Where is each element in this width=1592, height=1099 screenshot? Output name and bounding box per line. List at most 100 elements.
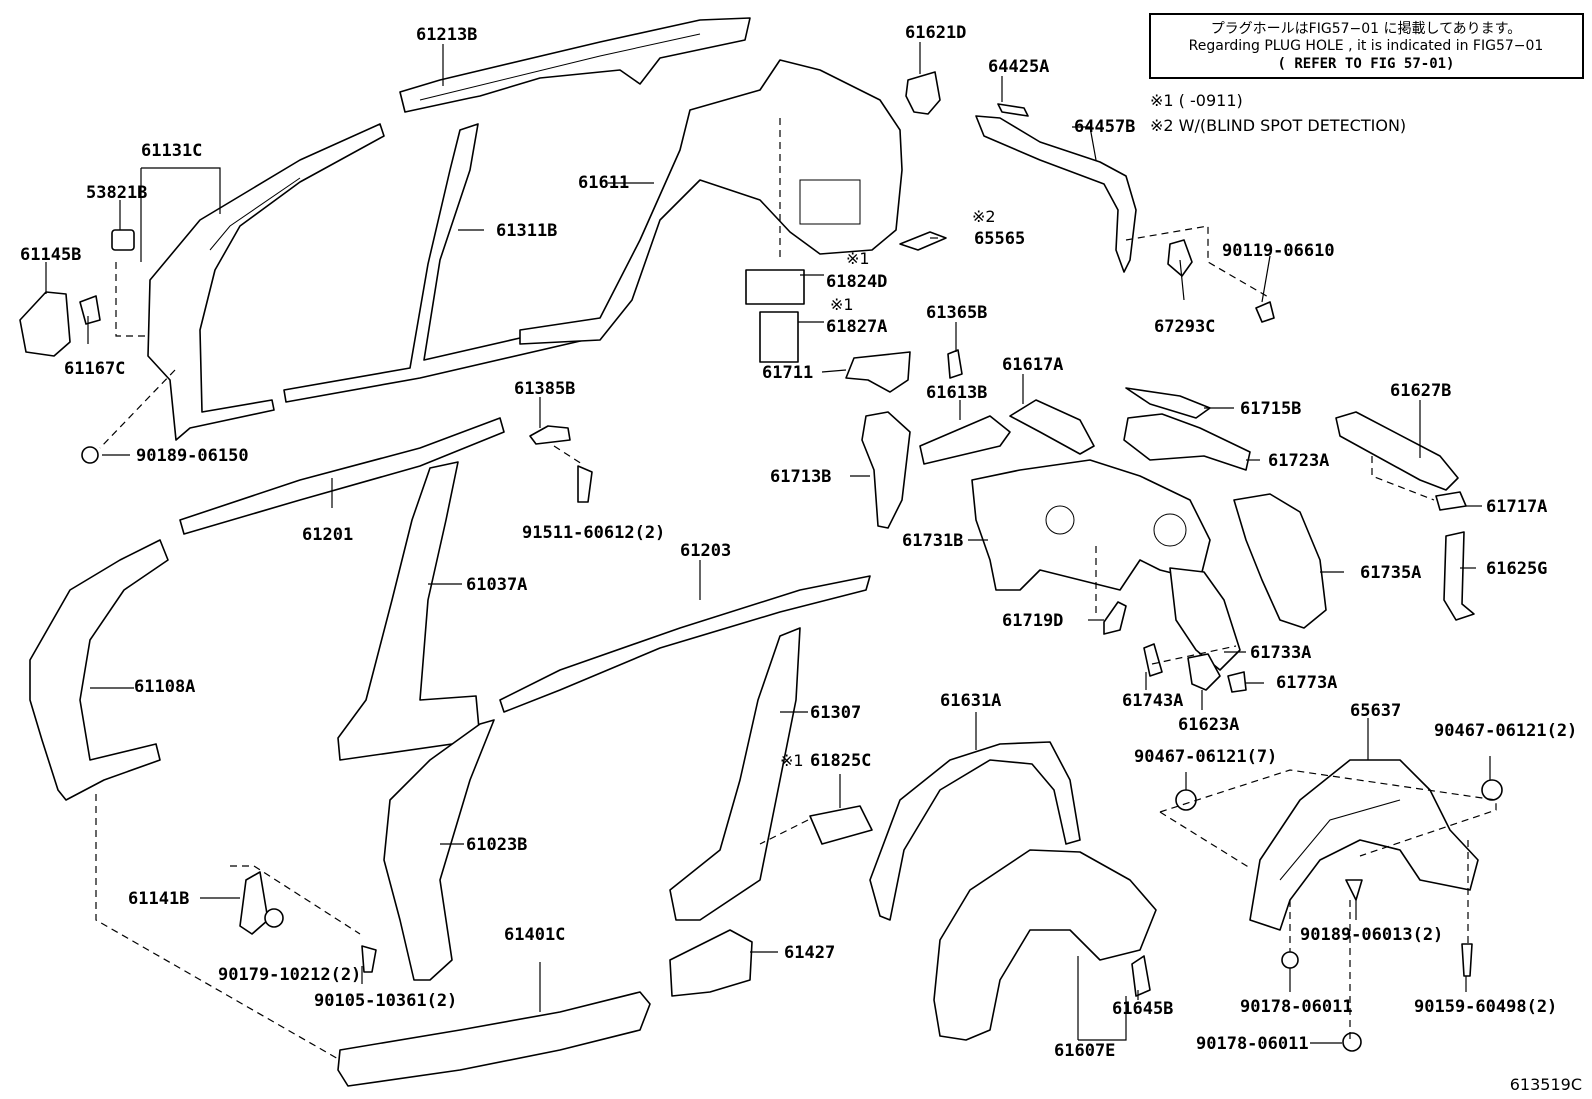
part-61607E-shape: [933, 849, 1157, 1041]
label-61427: 61427: [784, 943, 835, 963]
part-61623A-shape: [1187, 653, 1221, 691]
label-61131C: 61131C: [141, 141, 202, 161]
label-61733A: 61733A: [1250, 643, 1311, 663]
label-61037A: 61037A: [466, 575, 527, 595]
label-90189-06013: 90189-06013(2): [1300, 925, 1443, 945]
part-67293C-shape: [1167, 239, 1193, 277]
part-61825C-shape: [809, 805, 873, 845]
part-90467-06121-2-shape: [1481, 779, 1503, 801]
label-61713B: 61713B: [770, 467, 831, 487]
part-61611-shape: [519, 59, 903, 345]
label-61213B: 61213B: [416, 25, 477, 45]
label-61611: 61611: [578, 173, 629, 193]
label-61617A: 61617A: [1002, 355, 1063, 375]
part-61365B-shape: [947, 349, 963, 379]
label-61607E: 61607E: [1054, 1041, 1115, 1061]
mark-2-65565: ※2: [972, 207, 996, 226]
part-61645B-shape: [1131, 955, 1151, 997]
part-61617A-shape: [1009, 399, 1095, 455]
part-61733A-shape: [1169, 567, 1241, 671]
part-61145B-shape: [19, 291, 71, 357]
part-61427-shape: [669, 929, 753, 997]
leader-lines: [45, 42, 1491, 1044]
part-90467-06121-7-shape: [1175, 789, 1197, 811]
part-90189-06013-shape: [1345, 879, 1363, 901]
part-61307-shape: [669, 627, 801, 921]
part-91511-60612-shape: [577, 465, 593, 503]
part-61213B-shape: [399, 17, 751, 113]
part-61731B-shape: [971, 459, 1211, 591]
label-91511-60612: 91511-60612(2): [522, 523, 665, 543]
part-90189-06150-shape: [81, 446, 99, 464]
part-labels: 61213B 61621D 64425A 64457B 61131C 53821…: [20, 23, 1577, 1061]
label-61743A: 61743A: [1122, 691, 1183, 711]
label-90105-10361: 90105-10361(2): [314, 991, 457, 1011]
label-61141B: 61141B: [128, 889, 189, 909]
part-61311B-shape: [283, 123, 603, 403]
part-61711-shape: [845, 351, 911, 393]
part-90179-10212-shape: [264, 908, 284, 928]
part-61625G-shape: [1443, 531, 1475, 621]
part-90178-06011a-shape: [1281, 951, 1299, 969]
part-61167C-shape: [79, 295, 101, 325]
label-61401C: 61401C: [504, 925, 565, 945]
part-61023B-shape: [383, 719, 495, 981]
label-61167C: 61167C: [64, 359, 125, 379]
part-90159-60498-shape: [1461, 943, 1473, 977]
label-61627B: 61627B: [1390, 381, 1451, 401]
note-box-line-2: Regarding PLUG HOLE , it is indicated in…: [1189, 38, 1544, 54]
label-90178-06011-b: 90178-06011: [1196, 1034, 1309, 1054]
label-64425A: 64425A: [988, 57, 1049, 77]
part-61717A-shape: [1435, 491, 1467, 511]
part-65565-shape: [899, 231, 947, 251]
part-65637-shape: [1249, 759, 1479, 931]
label-61731B: 61731B: [902, 531, 963, 551]
mark-1-61824D: ※1: [846, 249, 870, 268]
part-61131C-shape: [147, 123, 385, 441]
label-61108A: 61108A: [134, 677, 195, 697]
label-61719D: 61719D: [1002, 611, 1063, 631]
part-61201-shape: [179, 417, 505, 535]
label-65565: 65565: [974, 229, 1025, 249]
note-1: ※1 ( -0911): [1150, 91, 1243, 110]
part-61827A-shape: [759, 311, 799, 363]
part-61631A-shape: [869, 741, 1081, 921]
label-61145B: 61145B: [20, 245, 81, 265]
label-64457B: 64457B: [1074, 117, 1135, 137]
label-61824D: 61824D: [826, 272, 887, 292]
part-61743A-shape: [1143, 643, 1163, 677]
label-61735A: 61735A: [1360, 563, 1421, 583]
label-61203: 61203: [680, 541, 731, 561]
note-box: プラグホールはFIG57−01 に掲載してあります。 Regarding PLU…: [1149, 13, 1584, 79]
note-2: ※2 W/(BLIND SPOT DETECTION): [1150, 116, 1406, 135]
part-61715B-shape: [1125, 387, 1211, 419]
part-61401C-shape: [337, 991, 651, 1087]
note-box-line-1: プラグホールはFIG57−01 に掲載してあります。: [1211, 21, 1522, 37]
label-61613B: 61613B: [926, 383, 987, 403]
label-61827A: 61827A: [826, 317, 887, 337]
label-61311B: 61311B: [496, 221, 557, 241]
part-61773A-shape: [1227, 671, 1247, 693]
part-61621D-shape: [905, 71, 941, 115]
mark-1-61825C: ※1: [780, 751, 804, 770]
label-61623A: 61623A: [1178, 715, 1239, 735]
dashed-guides: [95, 118, 1497, 1061]
mark-1-61827A: ※1: [830, 295, 854, 314]
part-61723A-shape: [1123, 413, 1251, 471]
label-90179-10212: 90179-10212(2): [218, 965, 361, 985]
part-61108A-shape: [29, 539, 169, 801]
part-61713B-shape: [861, 411, 911, 529]
label-61365B: 61365B: [926, 303, 987, 323]
part-61613B-shape: [919, 415, 1011, 465]
label-61023B: 61023B: [466, 835, 527, 855]
label-61645B: 61645B: [1112, 999, 1173, 1019]
diagram-id: 613519C: [1510, 1075, 1582, 1094]
part-64425A-shape: [997, 103, 1029, 117]
part-90178-06011b-shape: [1342, 1032, 1362, 1052]
label-90159-60498: 90159-60498(2): [1414, 997, 1557, 1017]
label-67293C: 67293C: [1154, 317, 1215, 337]
part-61735A-shape: [1233, 493, 1327, 629]
label-61307: 61307: [810, 703, 861, 723]
part-64457B-shape: [975, 115, 1137, 273]
